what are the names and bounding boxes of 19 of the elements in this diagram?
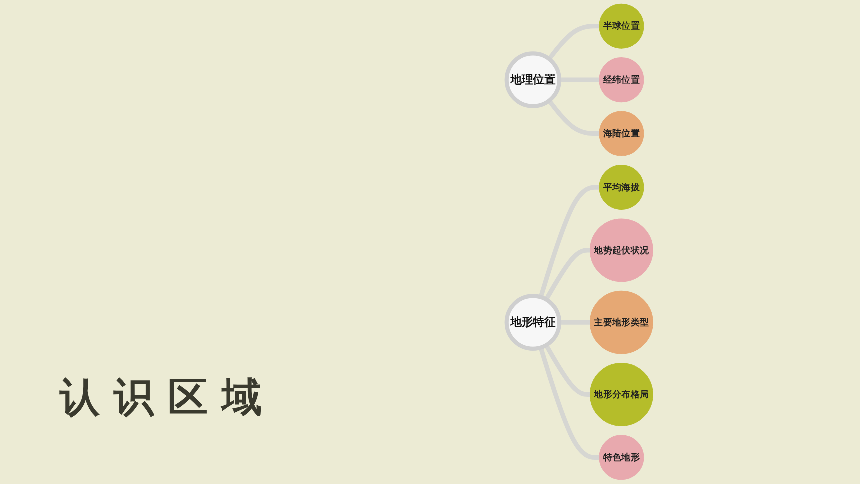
connector — [548, 24, 600, 61]
title: 认 识 区 域 — [60, 374, 262, 423]
node-circle: 半球位置 — [599, 4, 644, 49]
connector — [544, 344, 590, 398]
connector — [538, 185, 600, 298]
node-circle: 海陆位置 — [599, 111, 644, 156]
node-circle: 特色地形 — [599, 435, 644, 480]
node-circle: 地理位置 — [504, 52, 562, 108]
node-circle: 地形分布格局 — [590, 363, 654, 426]
node-circle: 地形特征 — [504, 294, 562, 351]
node-circle: 地势起伏状况 — [590, 218, 654, 282]
connector — [560, 320, 590, 325]
connector — [560, 78, 600, 82]
node-circle: 平均海拔 — [599, 165, 644, 210]
connector — [538, 347, 600, 460]
connector — [548, 99, 600, 136]
node-circle: 主要地形类型 — [590, 290, 654, 354]
connector — [544, 248, 590, 301]
node-circle: 经纬位置 — [599, 58, 644, 103]
